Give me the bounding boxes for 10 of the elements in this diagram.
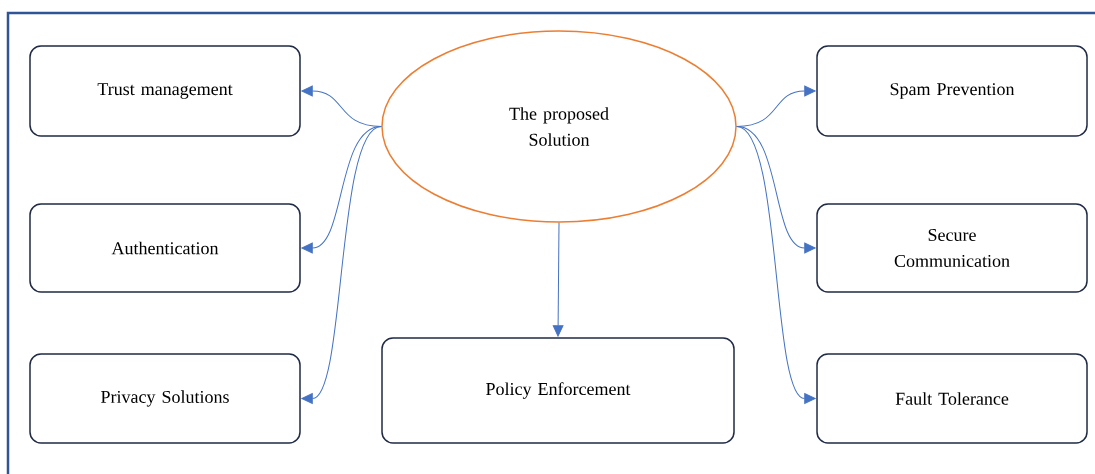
topic-box: Trust management <box>29 45 301 137</box>
arrow <box>552 222 564 337</box>
topic-box: Policy Enforcement <box>381 337 735 444</box>
topic-box: Spam Prevention <box>816 45 1088 137</box>
arrow <box>736 126 816 404</box>
topic-box: Fault Tolerance <box>816 353 1088 444</box>
topic-box: Authentication <box>29 203 301 293</box>
topic-box: Secure Communication <box>816 203 1088 293</box>
arrow <box>301 126 382 404</box>
topic-box: Privacy Solutions <box>29 353 301 444</box>
